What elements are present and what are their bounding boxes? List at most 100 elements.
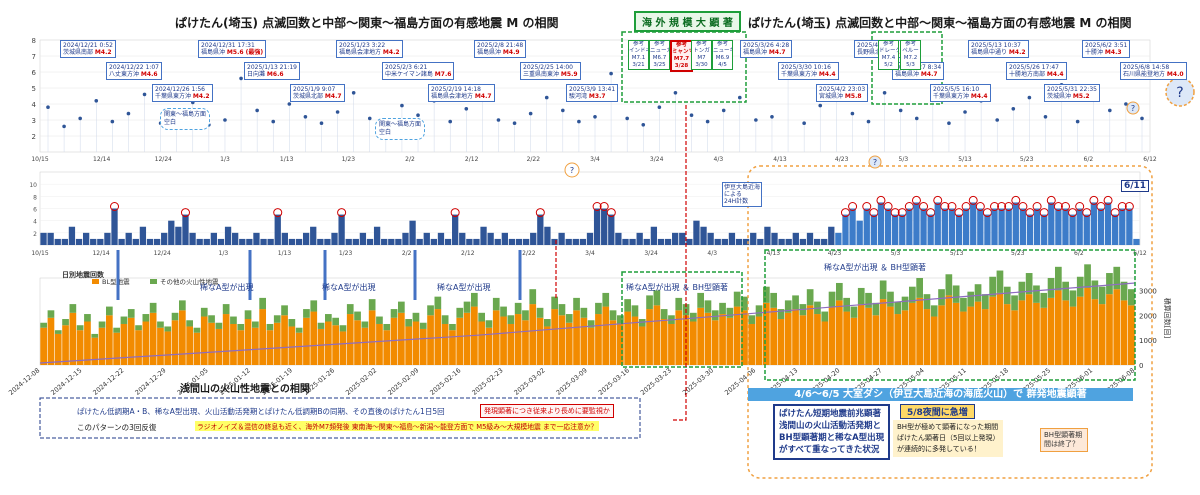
volcano-bl-bar	[398, 312, 405, 365]
blink-bar	[345, 238, 352, 245]
volcano-other-bar	[996, 270, 1004, 293]
volcano-other-bar	[1091, 280, 1099, 300]
blink-bar	[324, 238, 331, 245]
volcano-other-bar	[1018, 281, 1026, 301]
scatter-point	[947, 121, 951, 125]
quake-date: 2025/2/8 21:48	[477, 42, 524, 49]
quake-magnitude: M3.7	[588, 93, 606, 100]
volcano-bl-bar	[741, 310, 748, 365]
volcano-other-bar	[84, 314, 91, 322]
volcano-bl-bar	[894, 314, 902, 365]
quake-magnitude: M4.6	[140, 71, 158, 78]
volcano-bl-bar	[1113, 289, 1121, 365]
quake-place: 三重県南東沖 M5.9	[523, 71, 578, 78]
volcano-bl-bar	[514, 314, 522, 365]
volcano-other-bar	[624, 299, 631, 312]
volcano-x-tick: 2025-03-09	[555, 366, 589, 396]
quake-place: 茨城県南部 M4.2	[63, 49, 112, 56]
blink-bar	[572, 238, 579, 245]
quake-place: 石川県能登地方 M4.0	[1123, 71, 1184, 78]
blink-bar	[693, 220, 700, 245]
volcano-other-bar	[398, 301, 405, 313]
blink-peak-circle	[990, 202, 1000, 211]
volcano-other-bar	[741, 296, 748, 311]
blink-bar	[444, 238, 452, 245]
volcano-bl-bar	[711, 320, 719, 365]
caption-main: ラジオノイズ＆混信の終息も近く、海外M7頻発後 東南海～関東～福島～新潟～能登方…	[195, 421, 600, 431]
volcano-other-bar	[573, 297, 580, 311]
blink-bar	[232, 232, 239, 245]
quake-place: 福島県沖 M4.7	[743, 49, 786, 56]
volcano-other-bar	[945, 274, 953, 296]
blink-peak-circle	[919, 202, 929, 211]
bar-x-tick: 4/13	[767, 250, 781, 257]
volcano-other-bar	[631, 305, 639, 317]
volcano-other-bar	[281, 305, 288, 316]
blink-bar	[1097, 208, 1105, 245]
volcano-bl-bar	[237, 330, 245, 365]
volcano-bl-bar	[1011, 310, 1018, 365]
volcano-bl-bar	[850, 317, 858, 365]
scatter-x-tick: 1/23	[342, 156, 356, 163]
scatter-point	[1075, 119, 1080, 124]
blank-region-label: 関東～福島方面 空白	[375, 118, 426, 140]
quake-magnitude: M4.7	[768, 49, 786, 56]
quake-magnitude: M4.7	[920, 71, 938, 78]
quake-date: 2024/12/31 17:31	[201, 42, 255, 49]
volcano-x-tick: 2025-02-16	[428, 366, 462, 396]
blink-bar	[217, 238, 225, 245]
blink-bar	[132, 238, 139, 245]
scatter-point	[1043, 115, 1048, 119]
volcano-other-bar	[54, 330, 62, 334]
blink-peak-circle	[273, 208, 283, 218]
volcano-other-bar	[434, 296, 442, 310]
question-circle	[1126, 101, 1140, 115]
volcano-other-bar	[894, 301, 902, 315]
blink-peak-circle	[862, 202, 872, 211]
volcano-bl-bar	[1003, 304, 1011, 365]
blink-bar	[643, 238, 650, 245]
volcano-bl-bar	[76, 330, 84, 365]
blink-peak-circle	[1046, 195, 1056, 205]
volcano-other-bar	[383, 323, 391, 331]
volcano-other-bar	[441, 315, 449, 324]
volcano-bl-bar	[1055, 290, 1062, 365]
volcano-bl-bar	[836, 300, 843, 365]
quake-date: 2025/1/23 3:22	[339, 42, 386, 49]
bar-x-tick: 1/13	[278, 250, 292, 257]
volcano-other-bar	[726, 307, 734, 318]
blink-bar	[870, 214, 878, 245]
volcano-bl-bar	[638, 326, 646, 365]
blink-bar	[679, 232, 686, 245]
bar-x-tick: 1/23	[339, 250, 353, 257]
blink-bar	[54, 238, 61, 245]
volcano-other-bar	[602, 292, 610, 307]
volcano-other-bar	[40, 322, 47, 328]
volcano-other-bar	[675, 297, 683, 311]
scatter-point	[110, 119, 115, 124]
volcano-other-bar	[595, 302, 602, 315]
blink-bar	[1041, 214, 1048, 245]
volcano-bl-bar	[879, 299, 887, 365]
volcano-bl-bar	[106, 315, 113, 365]
scatter-point	[512, 121, 517, 125]
volcano-bl-bar	[1025, 294, 1033, 365]
volcano-bl-bar	[544, 326, 551, 365]
volcano-bl-bar	[1069, 306, 1077, 365]
volcano-other-bar	[186, 320, 193, 327]
blink-bar	[984, 214, 991, 245]
volcano-other-bar	[784, 300, 792, 313]
bar-x-tick: 4/3	[707, 250, 717, 257]
volcano-other-bar	[806, 289, 814, 306]
scatter-point	[737, 95, 742, 100]
blink-bar	[544, 226, 551, 245]
volcano-bl-bar	[427, 315, 434, 365]
blink-peak-circle	[1075, 202, 1085, 211]
volcano-other-bar	[1106, 273, 1113, 295]
blink-bar	[104, 232, 111, 245]
scatter-point	[528, 111, 533, 116]
volcano-bl-bar	[449, 330, 456, 365]
quake-date: 2025/5/31 22:35	[1047, 86, 1097, 93]
